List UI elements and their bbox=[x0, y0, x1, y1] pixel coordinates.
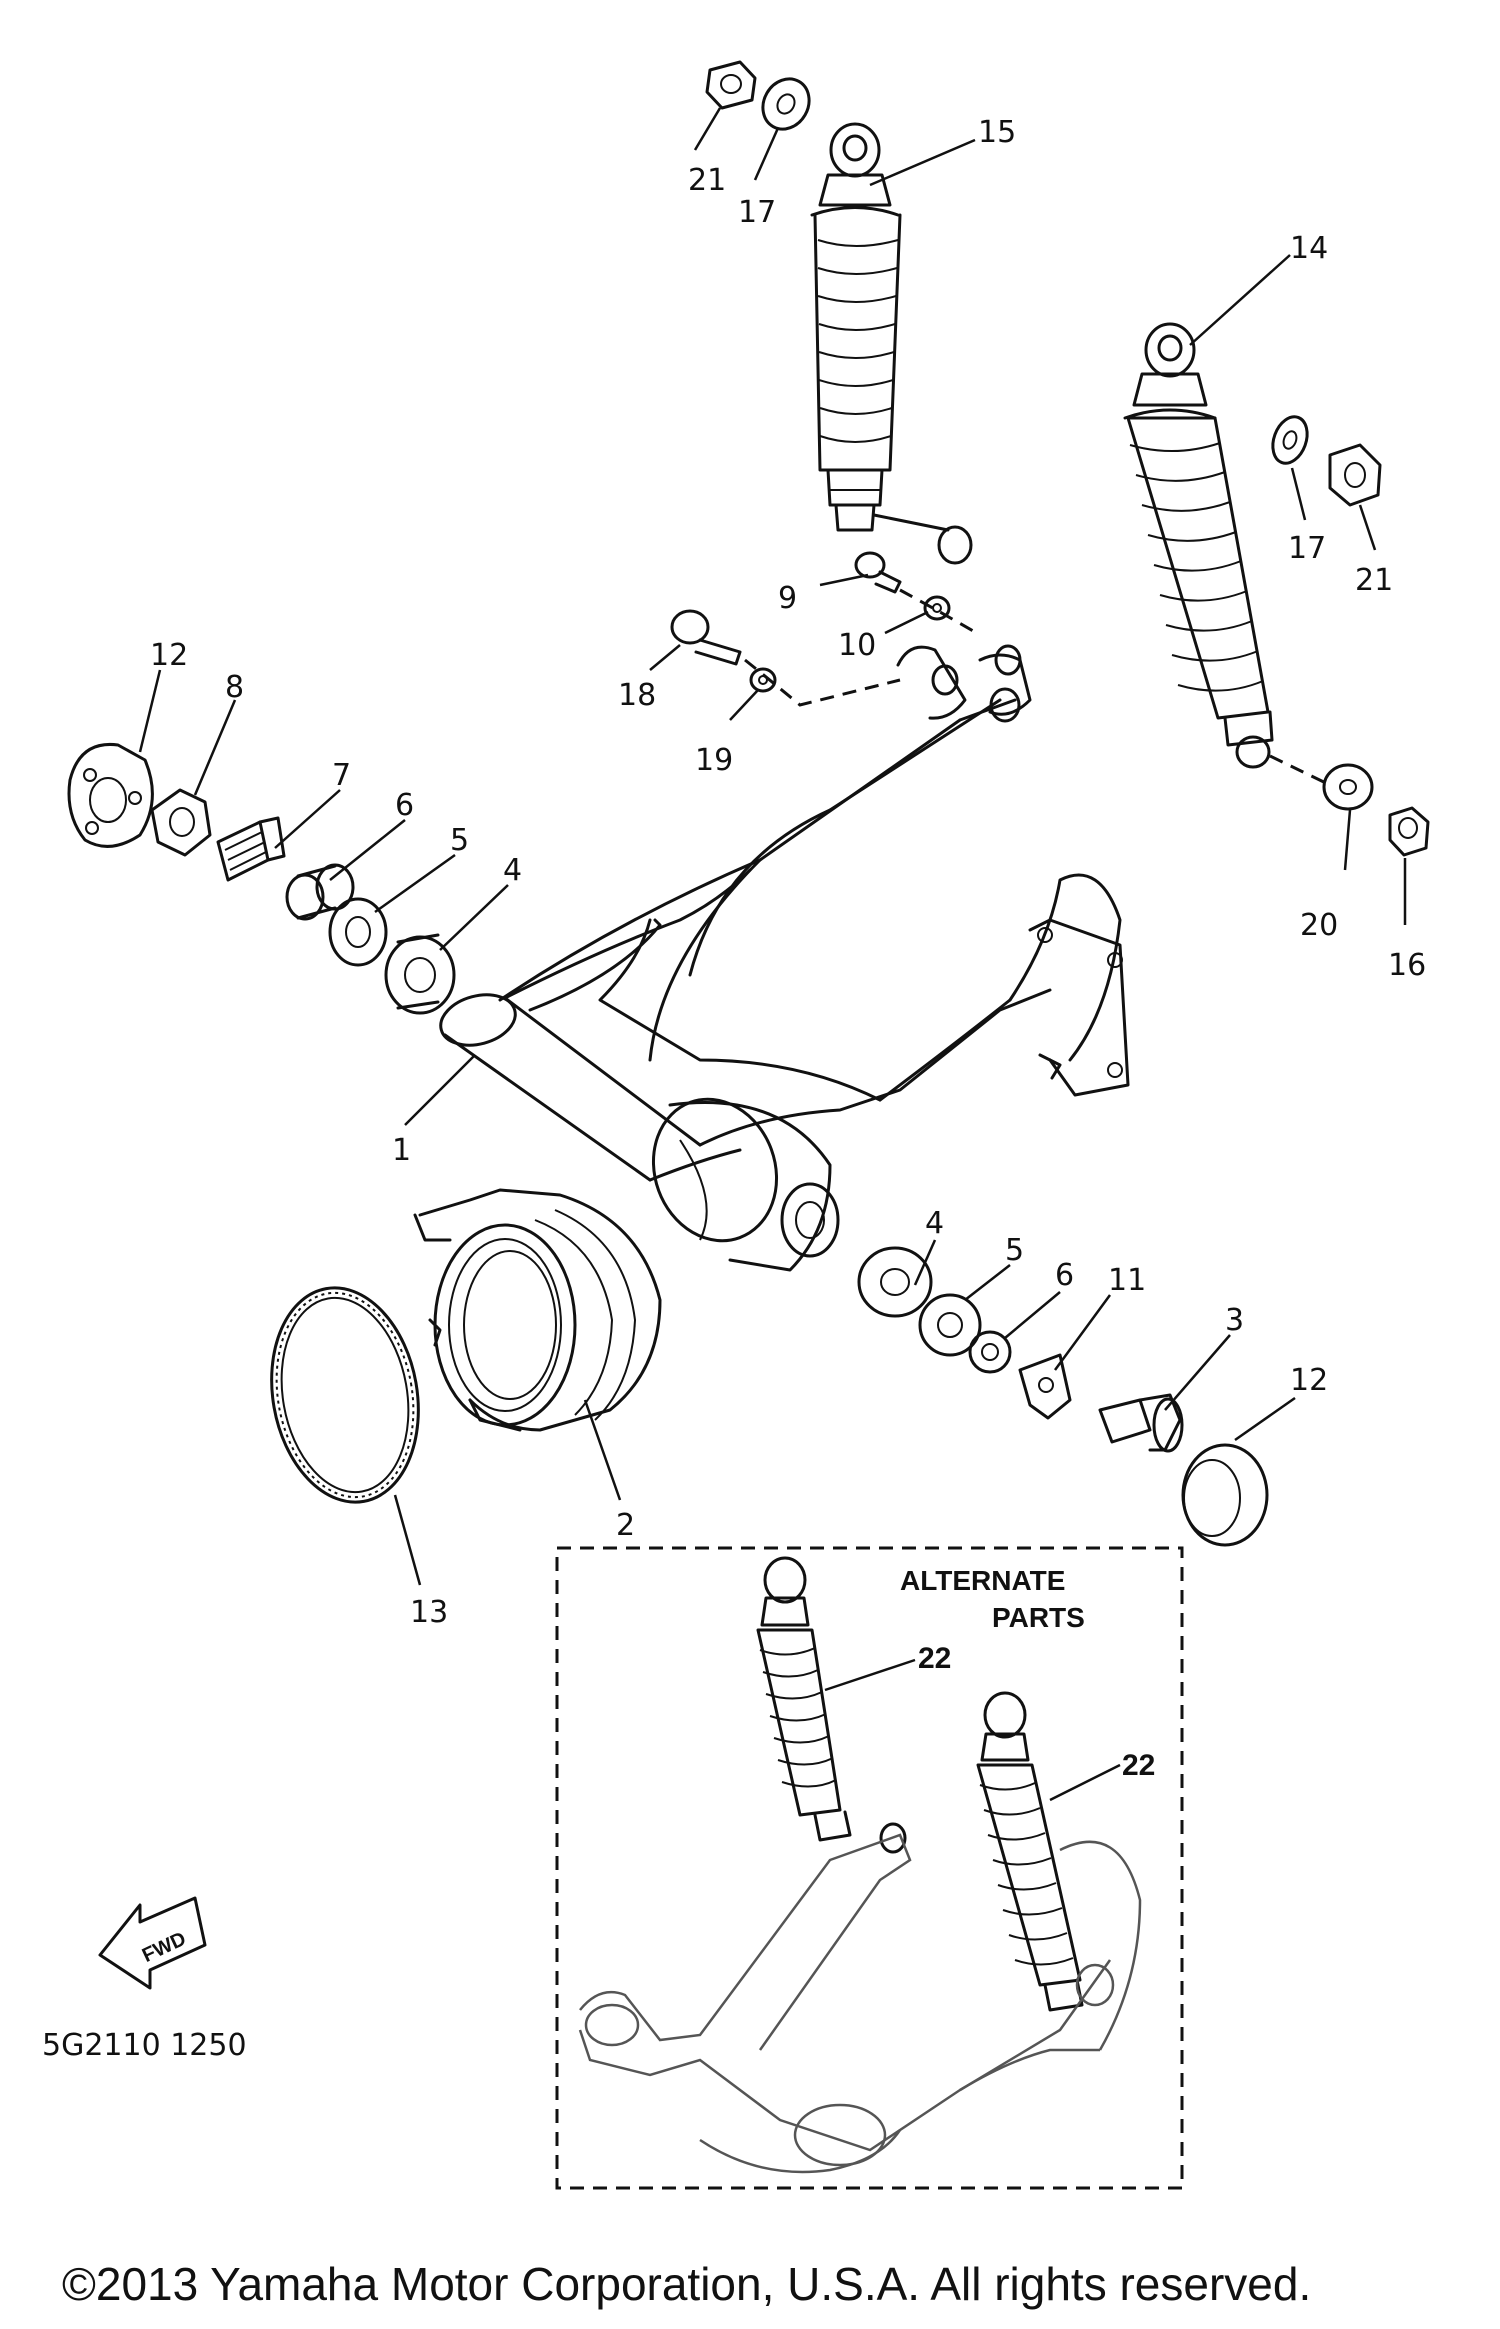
callout-10: 10 bbox=[838, 628, 876, 663]
mount-line-9 bbox=[899, 588, 976, 634]
copyright-notice: ©2013 Yamaha Motor Corporation, U.S.A. A… bbox=[62, 2258, 1311, 2310]
callout-14: 14 bbox=[1290, 231, 1328, 266]
callout-17-top: 17 bbox=[738, 195, 776, 230]
callout-21-right: 21 bbox=[1355, 563, 1393, 598]
callout-5-right: 5 bbox=[1005, 1233, 1024, 1268]
pivot-bolt-3 bbox=[1098, 1393, 1184, 1453]
callout-18: 18 bbox=[618, 678, 656, 713]
ring-13 bbox=[270, 1286, 420, 1504]
cap-12-right bbox=[1181, 1443, 1269, 1547]
callout-1: 1 bbox=[392, 1133, 411, 1168]
callout-12-left: 12 bbox=[150, 638, 188, 673]
callout-2: 2 bbox=[616, 1508, 635, 1543]
alternate-parts-box: ALTERNATE PARTS 22 22 bbox=[555, 1546, 1184, 2190]
callout-22-right: 22 bbox=[1122, 1749, 1155, 1782]
alternate-swingarm bbox=[578, 1833, 1142, 2174]
alternate-shock-a bbox=[756, 1556, 907, 1854]
bolt-18 bbox=[670, 609, 742, 666]
leader-lines bbox=[138, 107, 1407, 1586]
nut-21-right bbox=[1328, 443, 1382, 507]
callout-13: 13 bbox=[410, 1595, 448, 1630]
callout-9: 9 bbox=[778, 581, 797, 616]
callout-7: 7 bbox=[332, 758, 351, 793]
seal-5-left bbox=[328, 897, 388, 967]
alternate-shock-b bbox=[976, 1691, 1084, 2012]
mount-line-18 bbox=[744, 658, 901, 707]
alternate-label-line1: ALTERNATE bbox=[900, 1565, 1065, 1596]
bearing-housing-2 bbox=[413, 1188, 662, 1432]
nut-8 bbox=[150, 788, 212, 857]
shock-absorber-15 bbox=[810, 122, 973, 565]
locknut-12-left bbox=[67, 742, 154, 848]
callout-17-right: 17 bbox=[1288, 531, 1326, 566]
callout-19: 19 bbox=[695, 743, 733, 778]
washer-17-right bbox=[1271, 415, 1309, 465]
callout-8: 8 bbox=[225, 670, 244, 705]
callout-12-right: 12 bbox=[1290, 1363, 1328, 1398]
callout-22-left: 22 bbox=[918, 1642, 951, 1675]
callout-20: 20 bbox=[1300, 908, 1338, 943]
fwd-arrow: FWD bbox=[98, 1896, 207, 1990]
callout-15: 15 bbox=[978, 115, 1016, 150]
bearing-4-right bbox=[857, 1246, 933, 1318]
nut-21-top bbox=[705, 60, 757, 110]
collar-6-right bbox=[968, 1330, 1012, 1374]
callout-3: 3 bbox=[1225, 1303, 1244, 1338]
mount-line-14 bbox=[1269, 754, 1331, 787]
callout-6-left: 6 bbox=[395, 788, 414, 823]
lockplate-11 bbox=[1018, 1353, 1072, 1420]
swingarm-1 bbox=[439, 644, 1130, 1272]
pivot-bolt-7 bbox=[216, 816, 286, 882]
callout-16: 16 bbox=[1388, 948, 1426, 983]
callout-11: 11 bbox=[1108, 1263, 1146, 1298]
callout-4-right: 4 bbox=[925, 1206, 944, 1241]
diagram-code: 5G2110 1250 bbox=[42, 2028, 247, 2063]
bolt-9 bbox=[854, 551, 902, 594]
washer-20 bbox=[1322, 763, 1374, 811]
washer-17-top bbox=[761, 77, 811, 131]
callout-5-left: 5 bbox=[450, 823, 469, 858]
fwd-label: FWD bbox=[139, 1928, 190, 1967]
seal-5-right bbox=[918, 1293, 982, 1357]
callout-21-top: 21 bbox=[688, 163, 726, 198]
nut-16 bbox=[1388, 806, 1430, 857]
alternate-label-line2: PARTS bbox=[992, 1602, 1085, 1633]
bearing-4-left bbox=[384, 933, 456, 1015]
shock-absorber-14 bbox=[1123, 322, 1274, 769]
collar-6-left bbox=[285, 863, 355, 921]
callout-4-left: 4 bbox=[503, 853, 522, 888]
washer-10 bbox=[923, 595, 951, 621]
callout-6-right: 6 bbox=[1055, 1258, 1074, 1293]
